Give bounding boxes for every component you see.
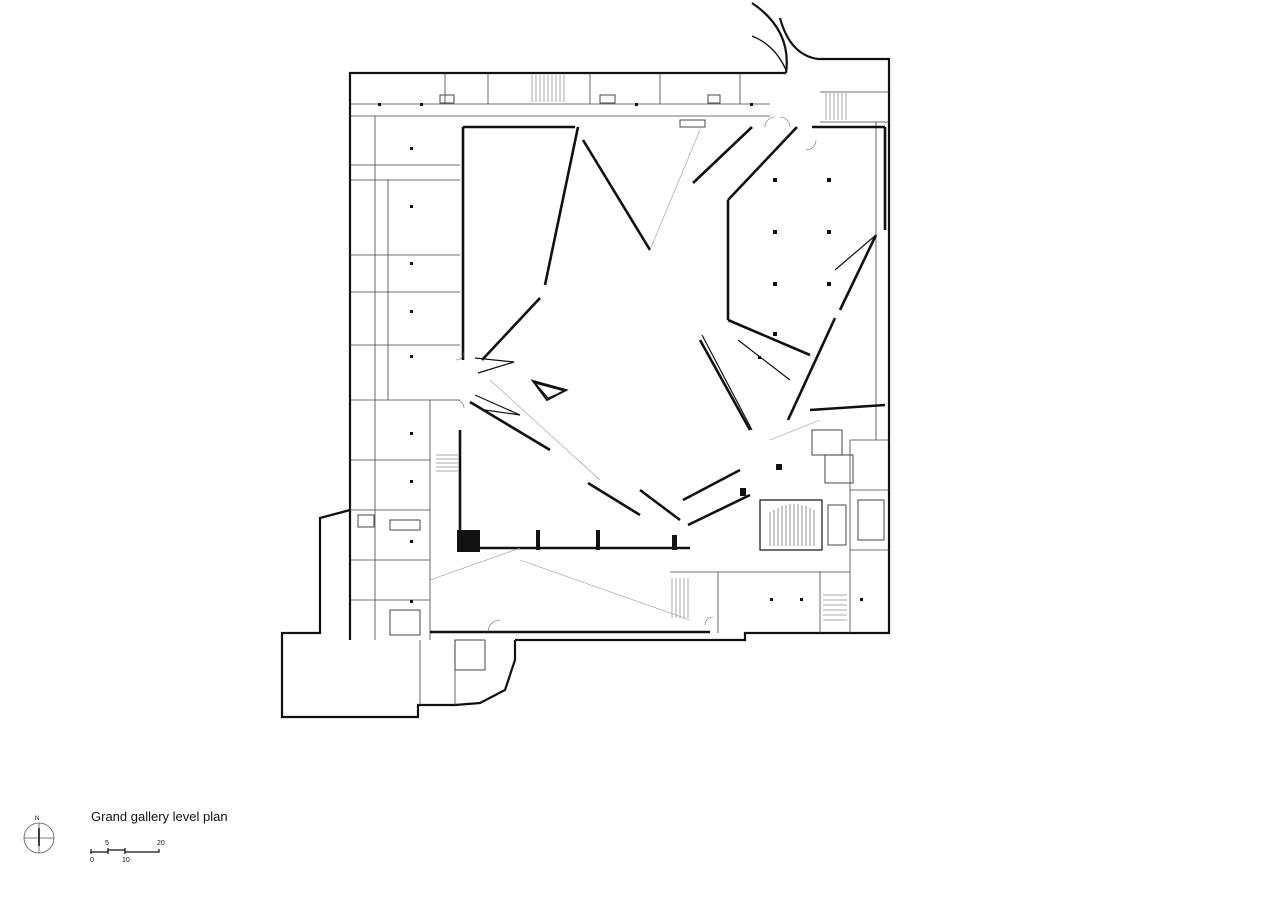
north-label: N [35,816,40,822]
scale-label-20: 20 [157,840,165,847]
angled-partitions [429,129,877,621]
gallery-walls [430,125,887,634]
building-outline [280,2,891,719]
scale-label-10: 10 [122,857,130,864]
columns [378,103,863,603]
stairs [436,75,847,621]
auditorium-seating [759,499,823,551]
drawing-title: Grand gallery level plan [91,809,228,824]
scale-bar-graphic [90,848,160,854]
perimeter-rooms [350,73,889,705]
scale-label-5: 5 [105,840,109,847]
door-swings [455,116,817,633]
north-arrow-icon [23,822,55,854]
scale-label-0: 0 [90,857,94,864]
service-rooms [357,94,885,671]
